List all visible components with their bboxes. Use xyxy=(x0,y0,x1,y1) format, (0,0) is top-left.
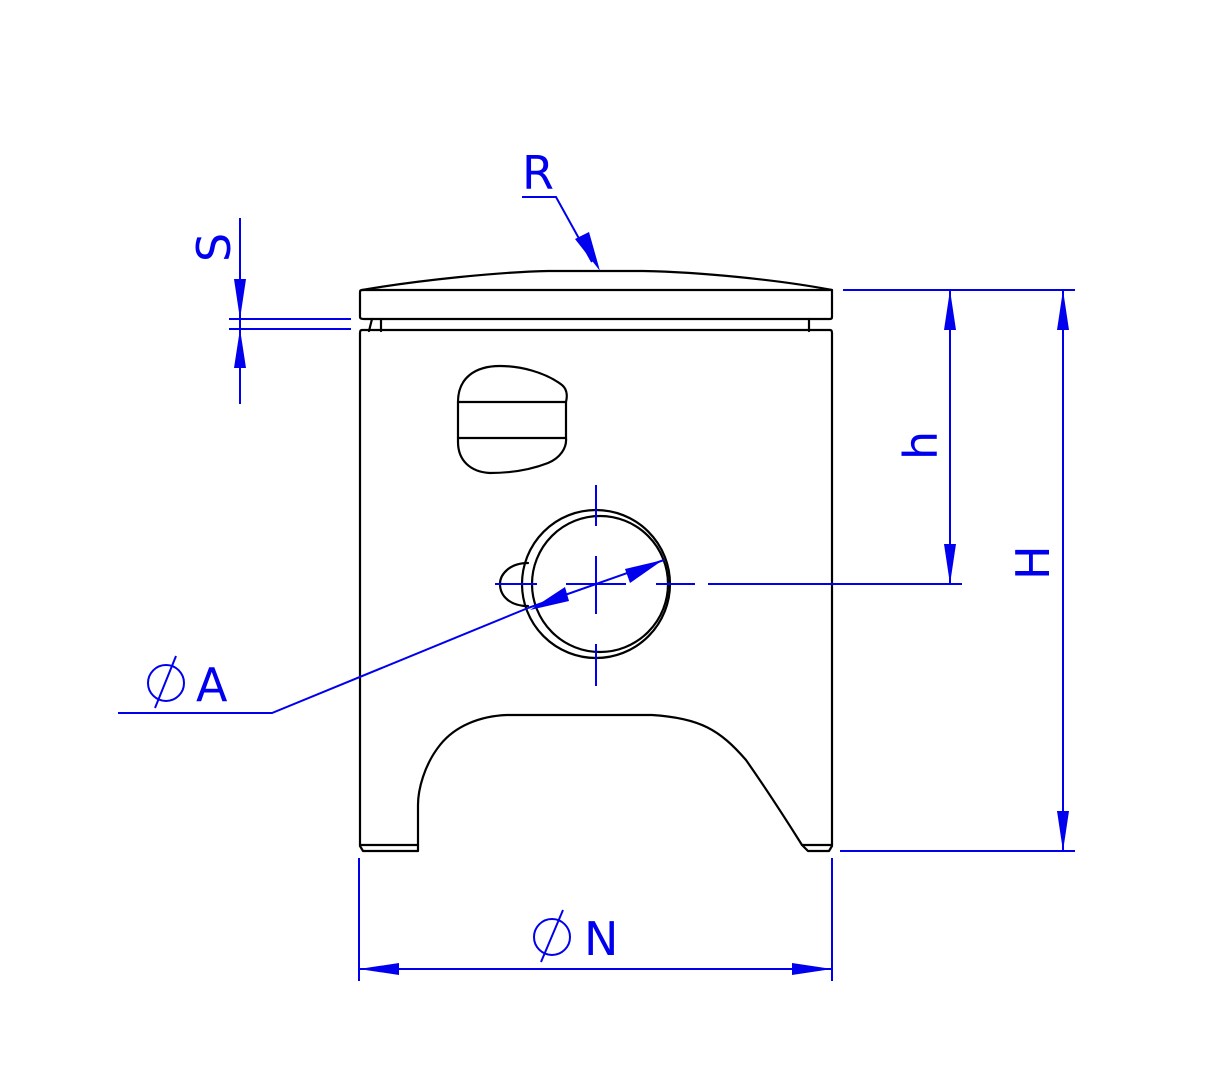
pin-bore-centerlines xyxy=(495,485,962,686)
arrow-up-icon xyxy=(944,290,956,330)
arrow-down-icon xyxy=(1057,811,1069,851)
dimension-a: A xyxy=(118,559,665,714)
dimension-r: R xyxy=(522,146,600,271)
arrow-up-icon xyxy=(234,329,246,368)
arrow-left-icon xyxy=(359,963,399,975)
dimension-n-label: N xyxy=(584,912,618,966)
diameter-symbol-icon xyxy=(533,909,571,963)
diameter-symbol-icon xyxy=(147,655,185,709)
arrow-down-icon xyxy=(234,279,246,319)
piston-top-land xyxy=(358,288,834,321)
arrow-icon xyxy=(530,587,569,610)
dimension-s: S xyxy=(187,218,351,404)
arrow-up-icon xyxy=(1057,290,1069,330)
piston-skirt xyxy=(358,328,834,853)
dimension-s-label: S xyxy=(187,233,241,262)
dimension-h-total: H xyxy=(840,290,1075,852)
arrow-icon xyxy=(575,232,600,271)
arrow-right-icon xyxy=(792,963,832,975)
dimension-a-label: A xyxy=(196,658,228,712)
arrow-down-icon xyxy=(944,544,956,584)
dimension-h-small-label: h xyxy=(894,431,948,460)
dimension-r-label: R xyxy=(522,146,554,200)
arrow-icon xyxy=(625,560,663,583)
dimension-h-small: h xyxy=(843,289,1075,584)
dimension-h-total-label: H xyxy=(1006,545,1060,580)
piston-port-window xyxy=(456,364,568,475)
dimension-n: N xyxy=(358,858,833,981)
piston-crown-dome xyxy=(360,269,834,292)
